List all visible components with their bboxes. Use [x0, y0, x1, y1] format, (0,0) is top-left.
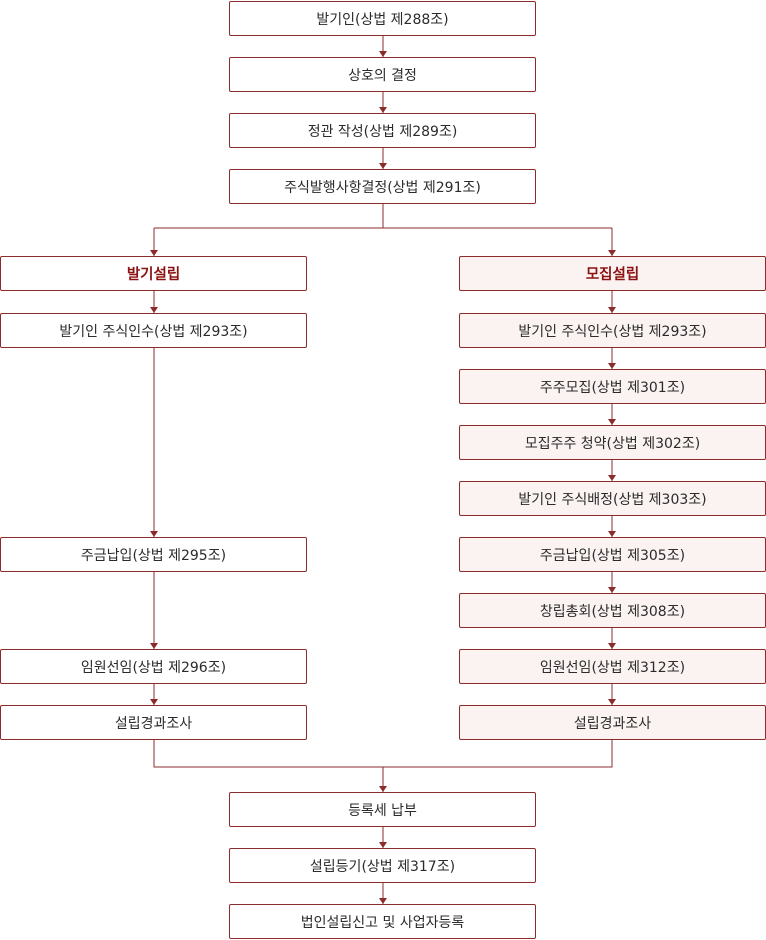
node-report: 법인설립신고 및 사업자등록 — [229, 904, 536, 939]
node-offering-allot: 발기인 주식배정(상법 제303조) — [459, 481, 766, 516]
node-articles: 정관 작성(상법 제289조) — [229, 113, 536, 148]
arrow-right-8-head — [608, 699, 616, 705]
arrow-left-1-head — [150, 307, 158, 313]
arrow-tax-to-registration-head — [379, 842, 387, 848]
node-offering-meeting: 창립총회(상법 제308조) — [459, 593, 766, 628]
node-offering-inspect: 설립경과조사 — [459, 705, 766, 740]
arrow-split-to-promoter-founding-head — [150, 250, 158, 256]
arrow-left-3-head — [150, 643, 158, 649]
node-offering-founding: 모집설립 — [459, 256, 766, 291]
arrow-right-3-head — [608, 419, 616, 425]
arrow-right-5-head — [608, 531, 616, 537]
arrow-right-1-head — [608, 307, 616, 313]
node-registration: 설립등기(상법 제317조) — [229, 848, 536, 883]
arrow-right-6-head — [608, 587, 616, 593]
arrow-trade-name-to-articles-head — [379, 107, 387, 113]
arrow-left-4-head — [150, 699, 158, 705]
arrow-left-2-head — [150, 531, 158, 537]
arrow-split-to-offering-founding-head — [608, 250, 616, 256]
node-promoter-founding: 발기설립 — [0, 256, 307, 291]
merge-line — [153, 740, 613, 768]
node-promoter: 발기인(상법 제288조) — [229, 1, 536, 36]
arrow-merge-to-registration-tax-head — [379, 786, 387, 792]
arrow-registration-to-report-head — [379, 898, 387, 904]
node-trade-name: 상호의 결정 — [229, 57, 536, 92]
node-offering-payment: 주금납입(상법 제305조) — [459, 537, 766, 572]
node-offering-apply: 모집주주 청약(상법 제302조) — [459, 425, 766, 460]
arrow-right-7-head — [608, 643, 616, 649]
node-registration-tax: 등록세 납부 — [229, 792, 536, 827]
arrow-right-2-head — [608, 363, 616, 369]
node-share-issue: 주식발행사항결정(상법 제291조) — [229, 169, 536, 204]
node-promoter-inspect: 설립경과조사 — [0, 705, 307, 740]
node-promoter-officers: 임원선임(상법 제296조) — [0, 649, 307, 684]
branch-split-line — [154, 204, 384, 229]
node-offering-officers: 임원선임(상법 제312조) — [459, 649, 766, 684]
node-offering-subscribe: 발기인 주식인수(상법 제293조) — [459, 313, 766, 348]
node-offering-recruit: 주주모집(상법 제301조) — [459, 369, 766, 404]
node-promoter-payment: 주금납입(상법 제295조) — [0, 537, 307, 572]
arrow-right-4-head — [608, 475, 616, 481]
node-promoter-subscribe: 발기인 주식인수(상법 제293조) — [0, 313, 307, 348]
arrow-articles-to-share-issue-head — [379, 163, 387, 169]
arrow-promoter-to-trade-name-head — [379, 51, 387, 57]
